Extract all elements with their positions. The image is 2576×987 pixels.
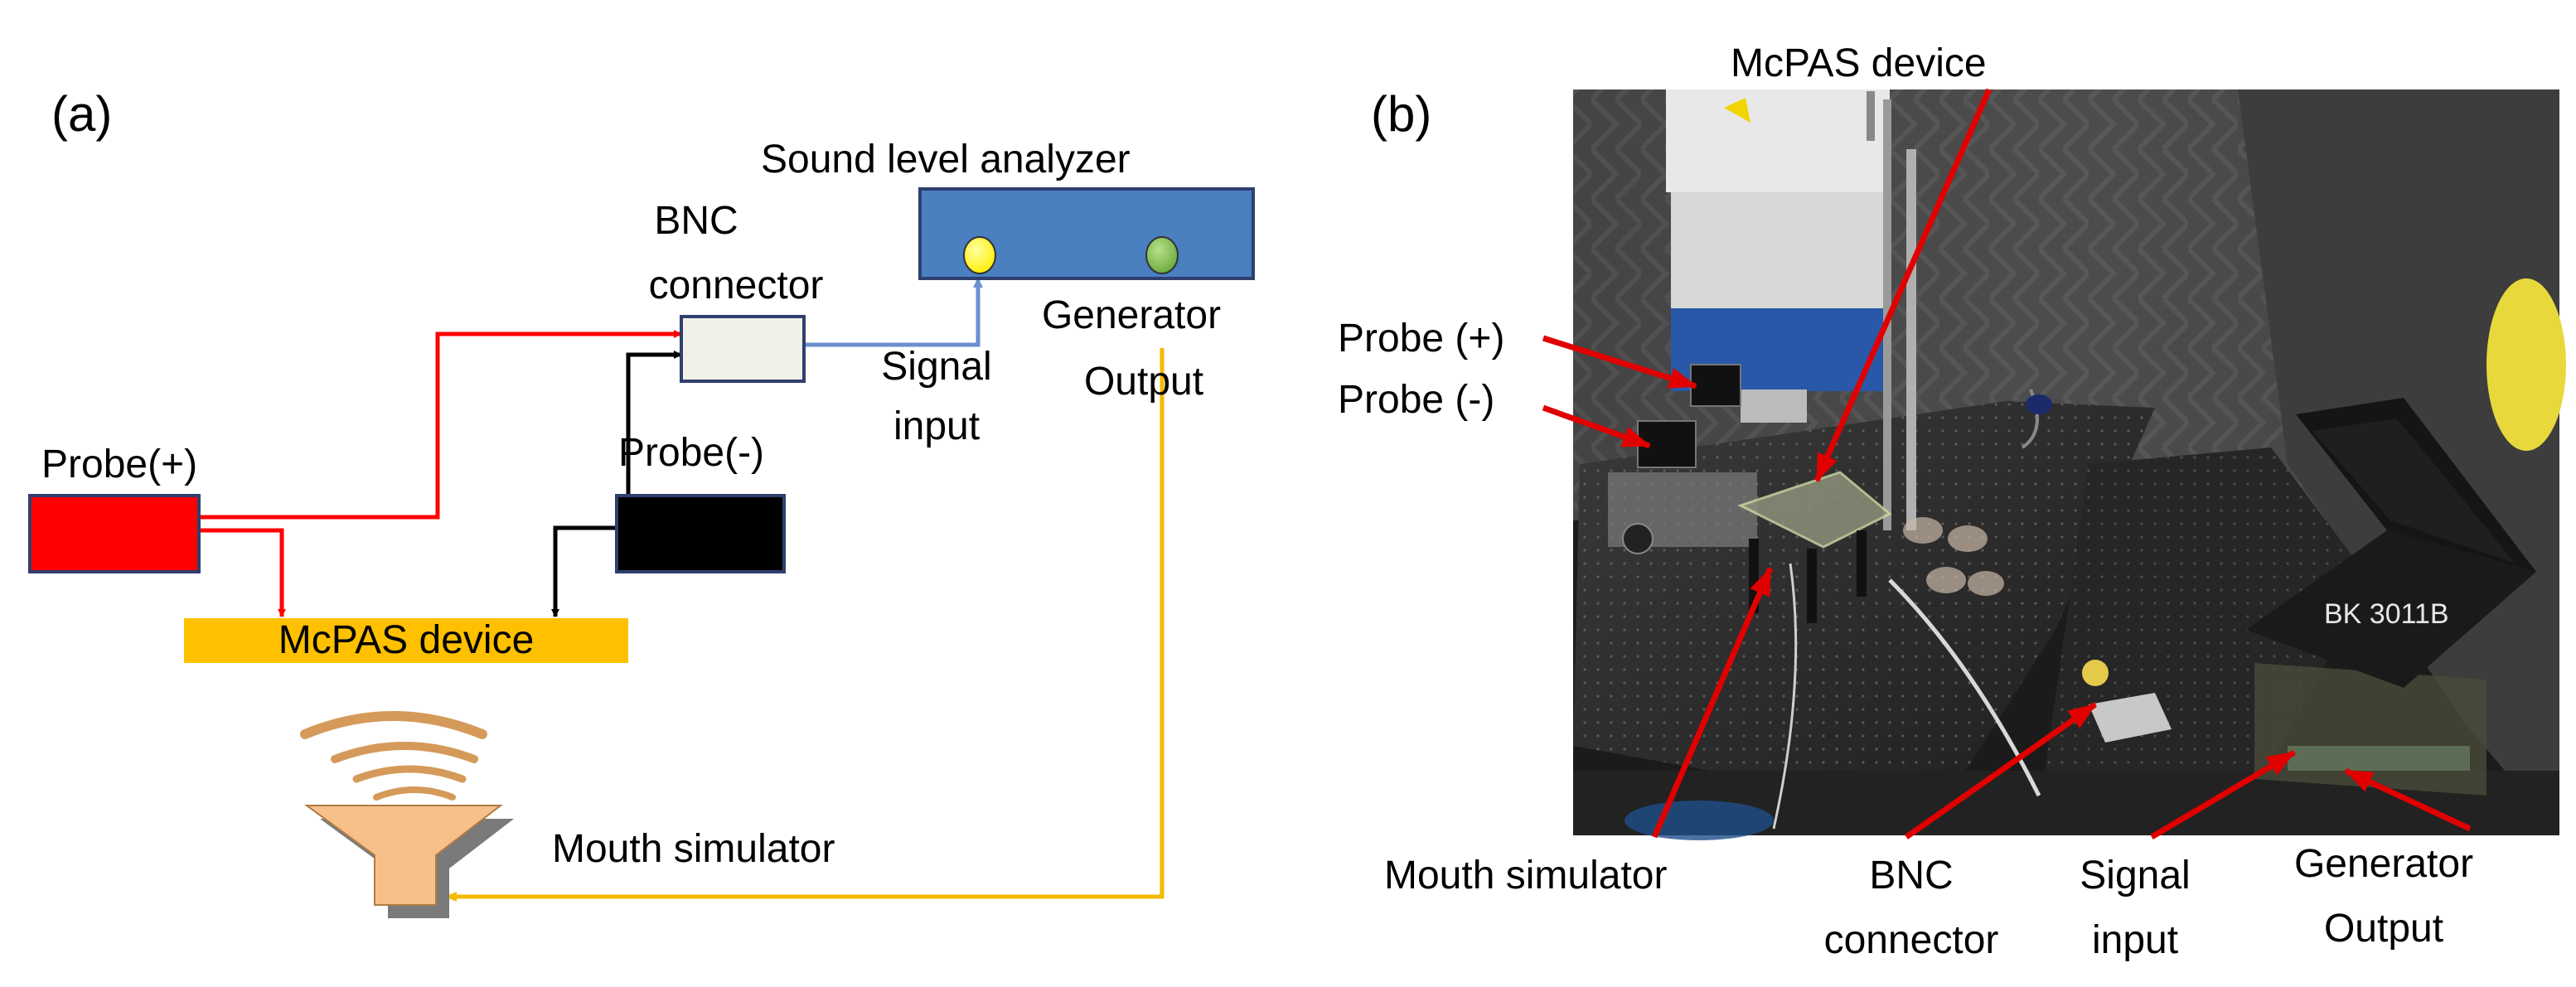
panel-a: (a) Sound level analyzer BNC connector S… [28,86,1255,918]
mouth-simulator-speaker [303,805,503,906]
signal-input-label-line2: input [893,404,980,448]
mouth-simulator-label: Mouth simulator [552,827,835,871]
panel-a-label: (a) [51,86,112,142]
arrow-probe-minus [1542,404,1651,449]
wire-probe-minus-to-mcpas [551,525,617,617]
sound-waves [300,711,487,801]
probe-plus-callout: Probe (+) [1338,317,1504,360]
bnc-connector-box [2082,660,2172,743]
signal-input-port [963,236,996,274]
probe-minus-label: Probe(-) [618,431,764,475]
glass-cylinders [1903,517,2004,596]
bnc-label-line1: BNC [654,199,738,243]
mouth-simulator-icon [300,711,514,918]
arrow-bnc-connector [1904,702,2098,839]
signal-input-callout-line1: Signal [2080,854,2190,897]
panel-b: (b) McPAS device [1338,41,2566,962]
mcpas-device-callout: McPAS device [1731,41,1987,85]
mcpas-device-label: McPAS device [278,618,535,662]
wire-probe-plus-to-mcpas [199,528,286,617]
mouth-simulator-callout: Mouth simulator [1384,854,1667,897]
arrow-mouth-simulator [1651,567,1774,839]
arrow-signal-input [2150,749,2296,840]
wires [199,278,1165,902]
yellow-foam-object [2486,278,2566,451]
generator-output-label-line2: Output [1084,360,1203,404]
signal-input-callout-line2: input [2092,918,2178,962]
wire-probe-minus-to-bnc [626,351,682,496]
mcpas-device-bar [184,618,628,663]
laptop-model-text: BK 3011B [2324,598,2449,630]
generator-output-port [1145,236,1179,274]
arrow-mcpas-device [1813,88,1993,482]
probe-plus-label: Probe(+) [41,443,197,486]
callout-arrows [1542,88,2472,840]
wire-probe-plus-to-bnc [199,330,682,520]
bnc-label-line2: connector [649,264,824,307]
probe-minus-box [615,494,786,573]
analyzer-label: Sound level analyzer [761,138,1131,181]
bnc-callout-line2: connector [1824,918,1999,962]
signal-input-label-line1: Signal [881,345,991,389]
generator-output-callout-line2: Output [2324,907,2443,951]
wire-bnc-to-signal-input [804,278,983,347]
wire-generator-to-mouth [445,348,1165,902]
probe-minus-callout: Probe (-) [1338,378,1494,422]
setup-photo: BK 3011B [1573,90,2566,840]
generator-output-label-line1: Generator [1042,293,1221,337]
bnc-connector [680,315,806,383]
mouth-simulator-fixture [1737,471,1892,623]
bnc-callout-line1: BNC [1869,854,1953,897]
panel-b-label: (b) [1371,86,1431,142]
generator-output-callout-line1: Generator [2294,842,2473,886]
arrow-generator-output [2344,767,2472,832]
laptop: BK 3011B [2246,398,2536,688]
probe-plus-box [28,494,201,573]
arrow-probe-plus [1542,335,1697,389]
